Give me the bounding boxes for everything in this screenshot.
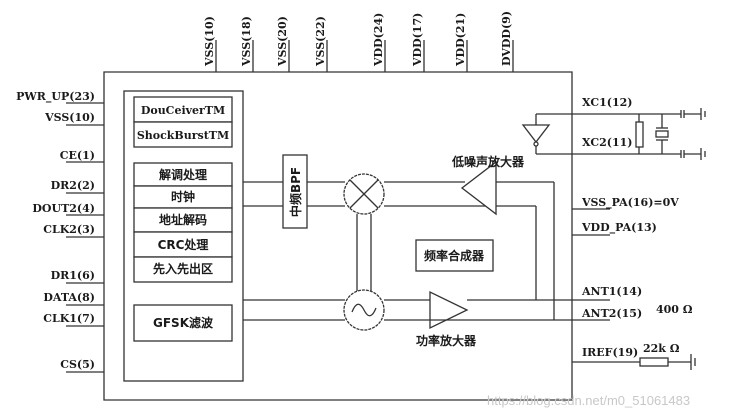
pin-label: DOUT2(4) <box>32 202 95 215</box>
top-pin: VDD(24) <box>372 13 386 72</box>
crystal-network <box>635 108 706 160</box>
pin-label: VDD(17) <box>411 13 424 67</box>
pin-label: VSS(22) <box>314 16 327 67</box>
top-pin: VSS(20) <box>276 16 290 72</box>
top-pin: VSS(10) <box>203 16 217 72</box>
pin-label: DR2(2) <box>51 179 95 192</box>
pin-label: PWR_UP(23) <box>16 90 95 104</box>
ant2-pin-label: ANT2(15) <box>581 307 642 320</box>
fifo-label: 先入先出区 <box>153 261 213 276</box>
shockburst-box <box>133 121 233 148</box>
fifo-box <box>133 256 233 283</box>
xc2-pin-label: XC2(11) <box>582 136 632 149</box>
douceiver-label: DouCeiverTM <box>141 104 225 117</box>
if-bpf-label: 中频BPF <box>288 167 303 217</box>
demod-label: 解调处理 <box>159 167 207 182</box>
addr-decode-box <box>133 207 233 233</box>
left-pin: DR2(2) <box>51 179 104 194</box>
ant-impedance-label: 400 Ω <box>656 303 693 316</box>
oscillator-icon <box>343 289 385 331</box>
top-pin: VSS(22) <box>314 16 328 72</box>
top-pins: VSS(10) VSS(18) VSS(20) VSS(22) VDD(24) … <box>203 11 514 72</box>
vdd-pa-pin-label: VDD_PA(13) <box>581 221 657 235</box>
synthesizer-box <box>415 239 494 272</box>
left-pin: DATA(8) <box>43 291 104 306</box>
clock-label: 时钟 <box>171 189 195 204</box>
lna-amplifier-icon <box>460 160 497 216</box>
pin-label: DR1(6) <box>51 269 95 282</box>
iref-pin-label: IREF(19) <box>582 346 638 359</box>
addr-decode-label: 地址解码 <box>159 212 207 227</box>
pa-label: 功率放大器 <box>416 333 477 348</box>
pin-label: VSS(10) <box>203 16 216 67</box>
pa-amplifier-icon <box>429 290 469 330</box>
top-pin: VDD(21) <box>454 13 468 72</box>
crystal-icon <box>655 130 669 138</box>
resistor-icon <box>639 357 669 367</box>
left-pins: PWR_UP(23) VSS(10) CE(1) DR2(2) DOUT2(4)… <box>16 90 104 373</box>
pin-label: DVDD(9) <box>500 11 513 66</box>
pin-label: DATA(8) <box>43 291 95 304</box>
top-pin: VDD(17) <box>411 13 425 72</box>
left-pin: PWR_UP(23) <box>16 90 104 104</box>
pin-label: CLK2(3) <box>43 223 95 236</box>
pin-label: CS(5) <box>60 358 95 371</box>
resistor-icon <box>635 121 644 148</box>
chip-outline-path <box>103 71 573 401</box>
top-pin: VSS(18) <box>240 16 254 72</box>
iref-resistor-label: 22k Ω <box>643 342 680 355</box>
pin-label: CE(1) <box>60 149 95 162</box>
vss-pa-pin-label: VSS_PA(16)=0V <box>581 196 679 210</box>
if-bpf-box <box>282 154 308 229</box>
pin-label: VSS(10) <box>44 111 95 124</box>
mixer-icon <box>343 173 385 215</box>
left-pin: CE(1) <box>60 149 104 163</box>
left-pin: DOUT2(4) <box>32 202 104 216</box>
pin-label: CLK1(7) <box>43 312 95 325</box>
pin-label: VSS(18) <box>240 16 253 67</box>
xc1-pin-label: XC1(12) <box>582 96 632 109</box>
left-pin: CS(5) <box>60 358 104 373</box>
pin-label: VDD(21) <box>454 13 467 67</box>
lna-label: 低噪声放大器 <box>451 154 525 169</box>
pin-label: VDD(24) <box>372 13 385 67</box>
gfsk-label: GFSK滤波 <box>153 315 214 330</box>
watermark: https://blog.csdn.net/m0_51061483 <box>487 393 690 408</box>
shockburst-label: ShockBurstTM <box>137 129 229 142</box>
left-pin: DR1(6) <box>51 269 104 284</box>
left-pin: CLK1(7) <box>43 312 104 327</box>
left-pin: VSS(10) <box>44 111 104 126</box>
pin-label: VSS(20) <box>276 16 289 67</box>
douceiver-box <box>133 96 233 123</box>
left-pin: CLK2(3) <box>43 223 104 238</box>
top-pin: DVDD(9) <box>500 11 514 72</box>
capacitor-icon <box>680 148 706 160</box>
gfsk-box <box>133 304 233 342</box>
crystal-buffer-icon <box>521 113 640 155</box>
iref-resistor: 22k Ω <box>639 342 696 370</box>
ant1-pin-label: ANT1(14) <box>581 285 642 298</box>
synthesizer-label: 频率合成器 <box>424 248 485 263</box>
capacitor-icon <box>680 108 706 120</box>
crc-label: CRC处理 <box>158 237 209 252</box>
